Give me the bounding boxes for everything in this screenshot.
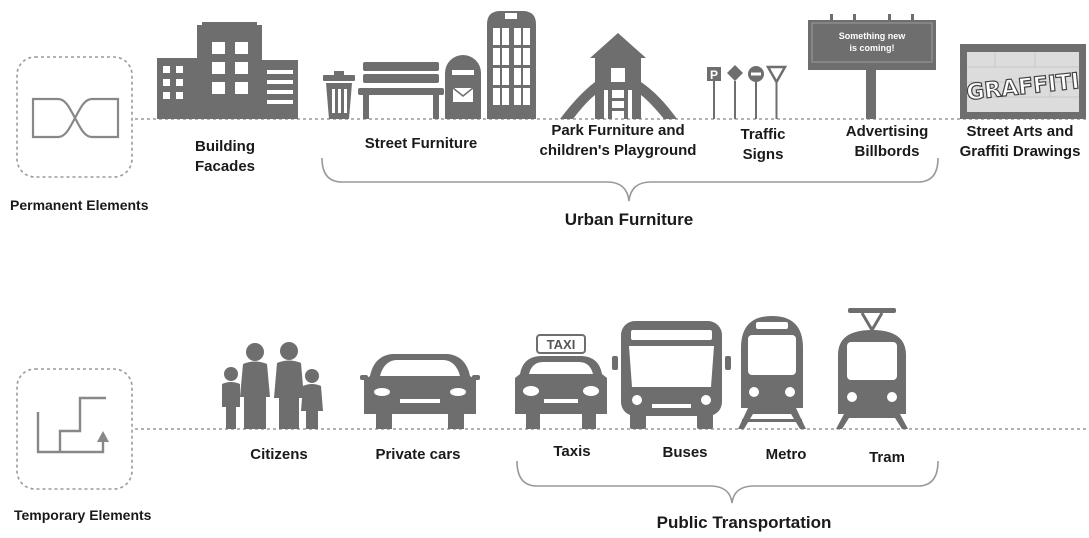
- temporary-box: [16, 368, 133, 490]
- path-icon: [36, 396, 109, 454]
- label-tram: Tram: [869, 449, 905, 466]
- playground-icon: [560, 33, 677, 119]
- urban-furniture-brace: [321, 157, 939, 202]
- label-taxis: Taxis: [553, 443, 591, 460]
- svg-text:P: P: [710, 68, 718, 82]
- public-transportation-label: Public Transportation: [656, 513, 832, 532]
- svg-text:is coming!: is coming!: [849, 43, 894, 53]
- tram-icon: [836, 308, 908, 429]
- urban-furniture-label: Urban Furniture: [564, 210, 694, 229]
- label-building-facades: Building Facades: [194, 138, 256, 175]
- taxi-icon: TAXI: [515, 334, 607, 429]
- public-transportation-brace: [516, 460, 939, 504]
- mailbox-icon: [445, 55, 481, 119]
- open-loop-icon: [31, 97, 120, 139]
- graffiti-wall-icon: GRAFFITI: [960, 44, 1086, 119]
- building-icon: [157, 22, 298, 119]
- billboard-icon: Something new is coming!: [808, 14, 936, 119]
- permanent-box: [16, 56, 133, 178]
- bus-icon: [612, 321, 731, 429]
- temporary-elements-label: Temporary Elements: [14, 507, 152, 523]
- label-advertising-billboards: Advertising Billbords: [845, 123, 929, 160]
- bench-icon: [358, 62, 444, 119]
- permanent-elements-label: Permanent Elements: [10, 197, 149, 213]
- label-street-furniture: Street Furniture: [364, 135, 478, 152]
- label-street-arts: Street Arts and Graffiti Drawings: [959, 123, 1081, 160]
- label-private-cars: Private cars: [375, 446, 461, 463]
- trash-bin-icon: [323, 71, 355, 119]
- svg-text:Something new: Something new: [839, 31, 907, 41]
- label-park-furniture: Park Furniture and children's Playground: [539, 122, 697, 159]
- car-icon: [360, 354, 480, 429]
- phone-booth-icon: [487, 11, 536, 119]
- metro-icon: [738, 316, 806, 429]
- traffic-signs-icon: P: [707, 65, 788, 119]
- svg-text:TAXI: TAXI: [547, 337, 576, 352]
- label-buses: Buses: [662, 444, 708, 461]
- label-metro: Metro: [765, 446, 807, 463]
- label-citizens: Citizens: [250, 446, 308, 463]
- label-traffic-signs: Traffic Signs: [740, 126, 786, 163]
- family-icon: [222, 342, 323, 429]
